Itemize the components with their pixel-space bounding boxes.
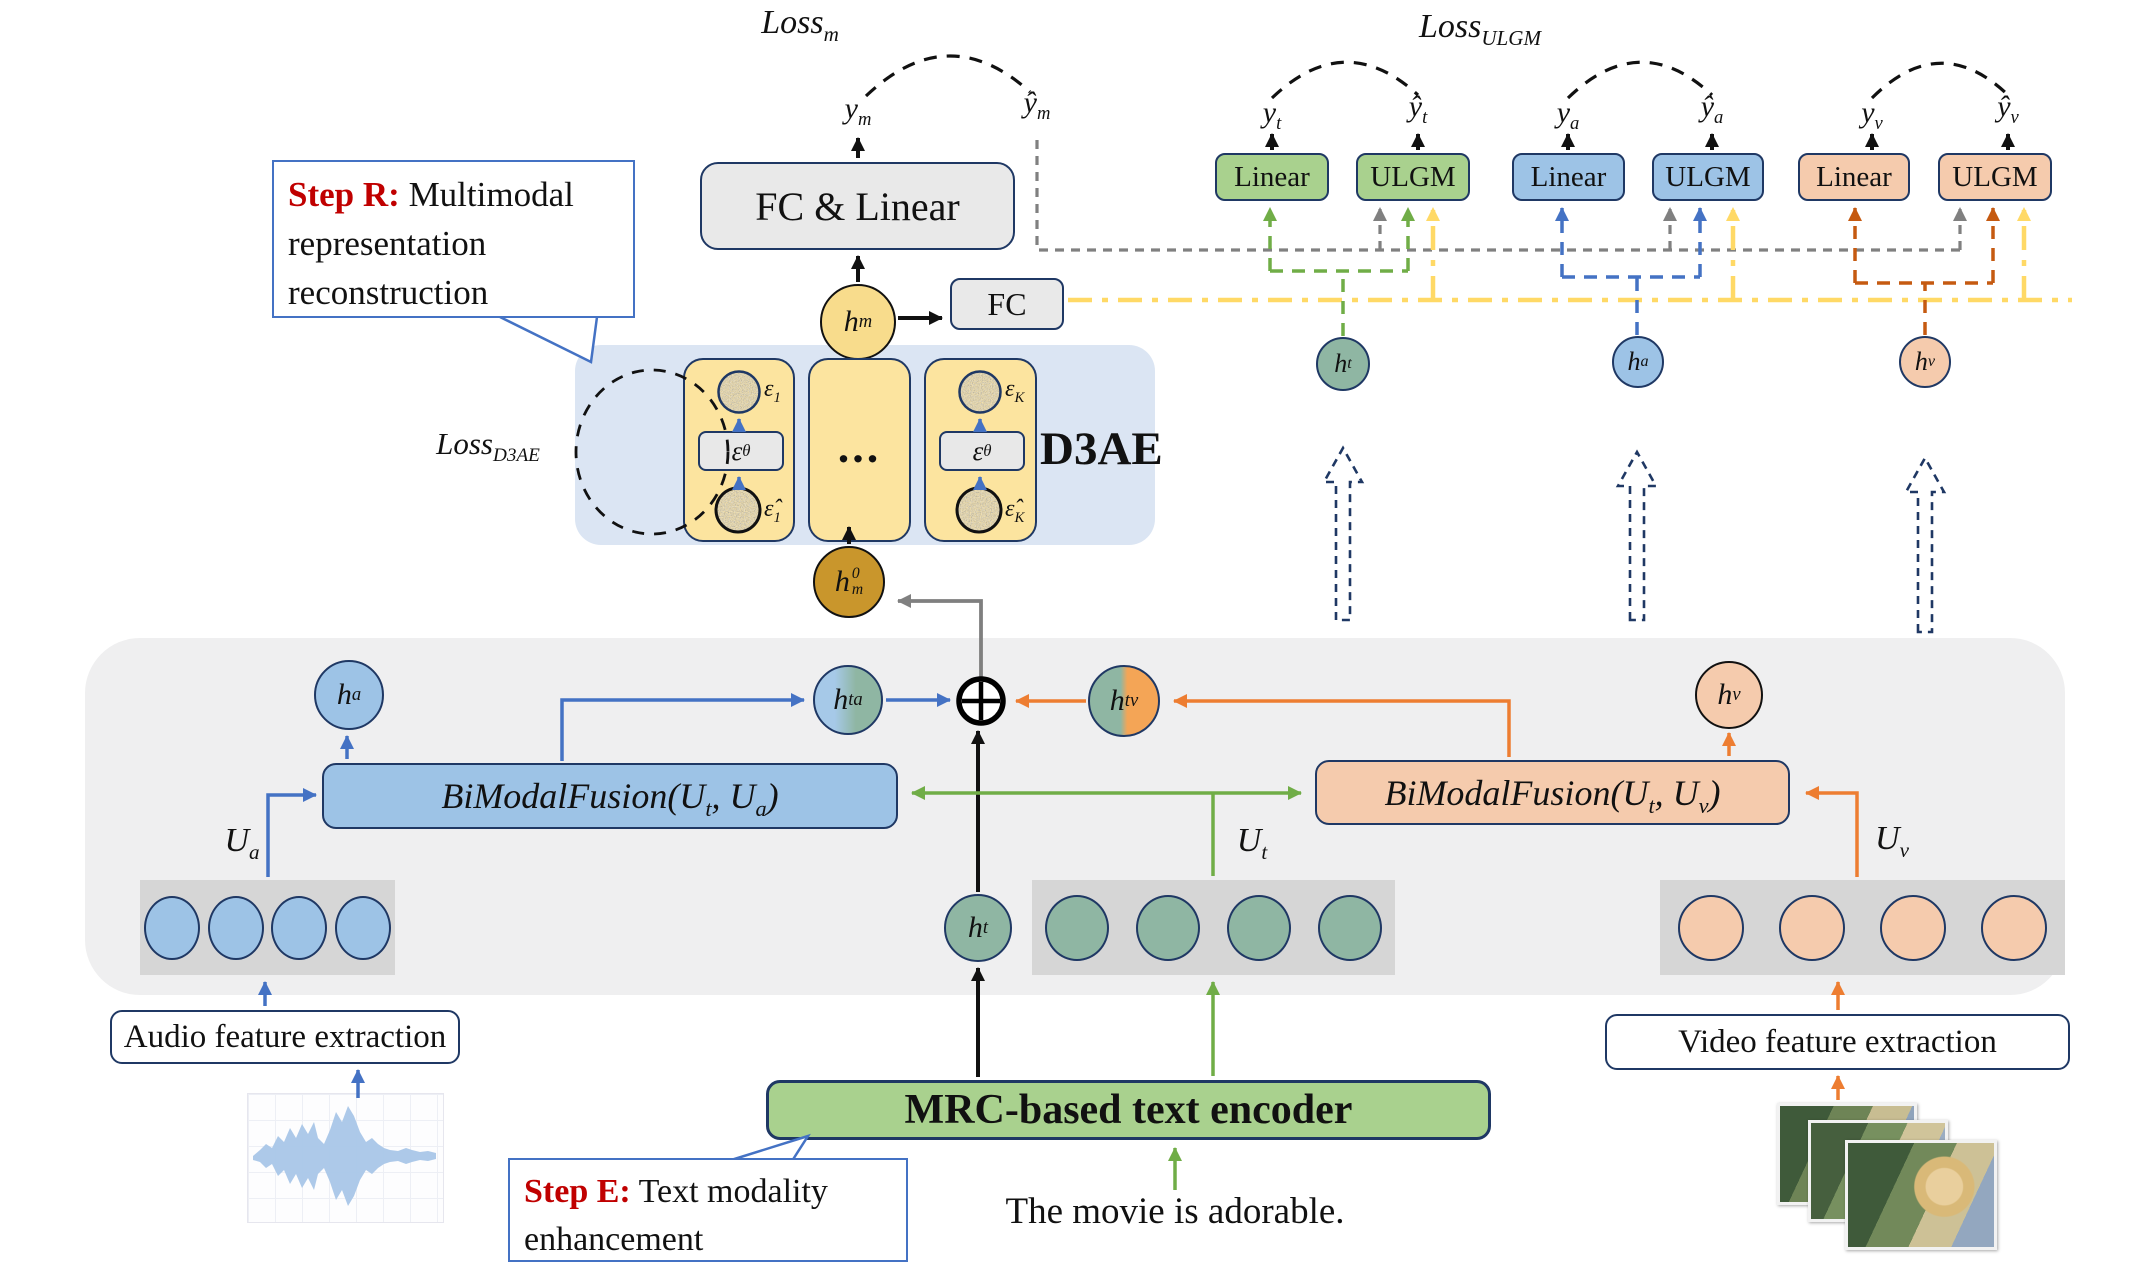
d3ae-step-card-dots <box>808 358 911 542</box>
text-encoder-box: MRC-based text encoder <box>766 1080 1491 1140</box>
step-r-prefix: Step R: <box>288 175 400 214</box>
ulgm-text-box: ULGM <box>1356 153 1470 201</box>
bimodal-fusion-tv-box: BiModalFusion(Ut, Uv) <box>1315 760 1790 825</box>
ha-head-net <box>1555 207 1707 335</box>
text-token <box>1226 894 1291 961</box>
video-extraction-box: Video feature extraction <box>1605 1014 2070 1070</box>
step-e-callout: Step E: Text modality enhancement <box>508 1158 908 1262</box>
noise-eps1-hat-image <box>714 486 762 534</box>
epsK-hat-label: ε̂K <box>1005 496 1025 526</box>
linear-audio-box: Linear <box>1512 153 1625 201</box>
video-token <box>1981 894 2048 961</box>
video-token <box>1778 894 1845 961</box>
ulgm-video-box: ULGM <box>1938 153 2052 201</box>
audio-feature-strip <box>140 880 395 975</box>
uv-label: Uv <box>1875 820 1909 862</box>
yt-hat-label: ŷt <box>1408 90 1428 128</box>
text-feature-strip <box>1032 880 1395 975</box>
hv-head-net <box>1848 207 2000 335</box>
ym-label: ym <box>844 92 872 130</box>
d3ae-dots: ... <box>837 421 882 472</box>
text-token <box>1136 894 1201 961</box>
eps1-label: ε1 <box>764 376 781 406</box>
noise-eps1-image <box>717 370 761 414</box>
audio-waveform-image <box>247 1093 444 1223</box>
video-token <box>1677 894 1744 961</box>
audio-token <box>207 895 264 960</box>
linear-video-box: Linear <box>1798 153 1910 201</box>
video-token <box>1880 894 1947 961</box>
ulgm-audio-box: ULGM <box>1652 153 1764 201</box>
fc-output-net <box>1068 207 2072 303</box>
ua-label: Ua <box>224 822 260 864</box>
utterance-text: The movie is adorable. <box>1005 1191 1345 1232</box>
fc-linear-box: FC & Linear <box>700 162 1015 250</box>
audio-token <box>143 895 200 960</box>
noise-epsK-image <box>958 370 1002 414</box>
video-frame-front <box>1845 1140 1997 1250</box>
audio-token <box>271 895 328 960</box>
loss-ulgm-label: LossULGM <box>1418 8 1542 50</box>
epsK-label: εK <box>1005 376 1025 406</box>
audio-extraction-box: Audio feature extraction <box>110 1010 460 1064</box>
yv-label: yv <box>1861 96 1883 134</box>
d3ae-title: D3AE <box>1040 423 1163 475</box>
ya-hat-label: ŷa <box>1700 90 1724 128</box>
eps1-hat-label: ε̂1 <box>764 496 781 526</box>
yt-label: yt <box>1262 96 1282 134</box>
ya-label: ya <box>1556 96 1580 134</box>
step-e-prefix: Step E: <box>524 1173 631 1210</box>
loss-d3ae-label: LossD3AE <box>436 426 540 467</box>
ht-head-net <box>1263 207 1415 336</box>
audio-token <box>335 895 392 960</box>
unimodal-upflow-arrows <box>1321 445 1947 634</box>
loss-m-label: Lossm <box>761 4 839 46</box>
step-r-callout: Step R: Multimodal representation recons… <box>272 160 635 318</box>
linear-text-box: Linear <box>1215 153 1329 201</box>
yv-hat-label: ŷv <box>1997 90 2019 128</box>
noise-epsK-hat-image <box>955 486 1003 534</box>
ym-hat-label: ŷm <box>1023 86 1051 124</box>
ut-label: Ut <box>1236 822 1268 864</box>
text-token <box>1317 894 1382 961</box>
text-token <box>1045 894 1110 961</box>
fc-box: FC <box>950 278 1064 330</box>
video-feature-strip <box>1660 880 2065 975</box>
bimodal-fusion-ta-box: BiModalFusion(Ut, Ua) <box>322 763 898 829</box>
